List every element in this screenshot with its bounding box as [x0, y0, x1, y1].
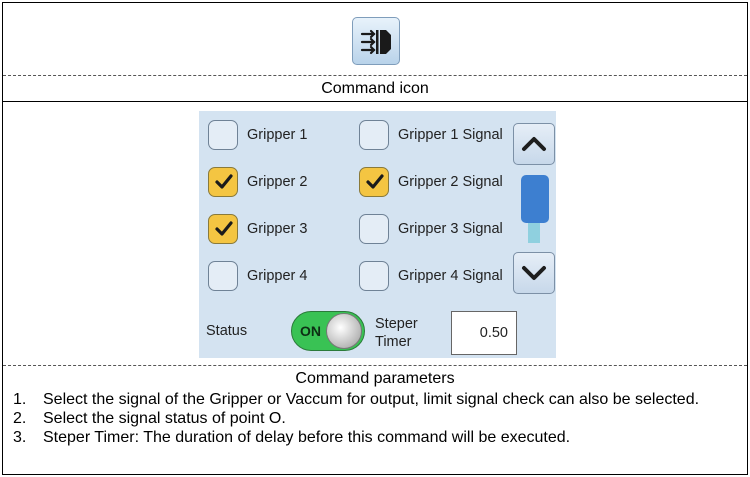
divider [3, 365, 747, 366]
list-text: Steper Timer: The duration of delay befo… [43, 429, 571, 446]
chevron-up-icon [522, 137, 546, 151]
scrollbar-track[interactable] [528, 223, 540, 243]
toggle-state-text: ON [300, 323, 321, 339]
list-item: 3. Steper Timer: The duration of delay b… [13, 428, 743, 447]
checkmark-icon [215, 174, 233, 189]
checkbox-gripper-4[interactable]: Gripper 4 [208, 260, 307, 292]
parameter-list: 1. Select the signal of the Gripper or V… [13, 390, 743, 447]
checkbox-label: Gripper 3 Signal [398, 221, 503, 237]
checkbox-gripper-3-signal[interactable]: Gripper 3 Signal [359, 213, 503, 245]
checkbox-gripper-2-signal[interactable]: Gripper 2 Signal [359, 166, 503, 198]
checkbox-box[interactable] [208, 167, 238, 197]
steper-timer-label: Steper Timer [375, 316, 418, 350]
checkbox-gripper-3[interactable]: Gripper 3 [208, 213, 307, 245]
divider [3, 75, 747, 76]
list-number: 1. [13, 391, 27, 408]
list-text: Select the signal status of point O. [43, 410, 286, 427]
divider [3, 101, 747, 102]
scrollbar-thumb[interactable] [521, 175, 549, 223]
command-icon-caption: Command icon [321, 80, 429, 97]
checkbox-box[interactable] [359, 261, 389, 291]
checkbox-label: Gripper 2 Signal [398, 174, 503, 190]
checkmark-icon [366, 174, 384, 189]
checkbox-box[interactable] [359, 120, 389, 150]
checkbox-label: Gripper 3 [247, 221, 308, 237]
list-item: 2. Select the signal status of point O. [13, 409, 743, 428]
list-number: 2. [13, 410, 27, 427]
list-text: Select the signal of the Gripper or Vacc… [43, 391, 700, 408]
checkbox-box[interactable] [208, 214, 238, 244]
checkbox-box[interactable] [208, 261, 238, 291]
icon-row [3, 3, 747, 75]
command-parameters-caption: Command parameters [295, 370, 455, 387]
checkbox-box[interactable] [359, 214, 389, 244]
checkbox-gripper-2[interactable]: Gripper 2 [208, 166, 307, 198]
checkbox-label: Gripper 2 [247, 174, 308, 190]
checkbox-label: Gripper 4 [247, 268, 308, 284]
steper-timer-input[interactable]: 0.50 [451, 311, 517, 355]
checkbox-box[interactable] [208, 120, 238, 150]
toggle-knob[interactable] [326, 313, 362, 349]
status-toggle[interactable]: ON [291, 311, 365, 351]
list-item: 1. Select the signal of the Gripper or V… [13, 390, 743, 409]
scroll-down-button[interactable] [513, 252, 555, 294]
status-label: Status [206, 323, 248, 339]
command-parameters-panel: Gripper 1 Gripper 1 Signal Gripper 2 Gri… [199, 111, 556, 358]
checkbox-gripper-4-signal[interactable]: Gripper 4 Signal [359, 260, 503, 292]
list-number: 3. [13, 429, 27, 446]
chevron-down-icon [522, 266, 546, 280]
checkbox-label: Gripper 4 Signal [398, 268, 503, 284]
checkbox-box[interactable] [359, 167, 389, 197]
checkbox-gripper-1[interactable]: Gripper 1 [208, 119, 307, 151]
checkbox-label: Gripper 1 [247, 127, 308, 143]
scroll-up-button[interactable] [513, 123, 555, 165]
checkmark-icon [215, 221, 233, 236]
checkbox-gripper-1-signal[interactable]: Gripper 1 Signal [359, 119, 503, 151]
gripper-output-icon [352, 17, 400, 65]
checkbox-label: Gripper 1 Signal [398, 127, 503, 143]
